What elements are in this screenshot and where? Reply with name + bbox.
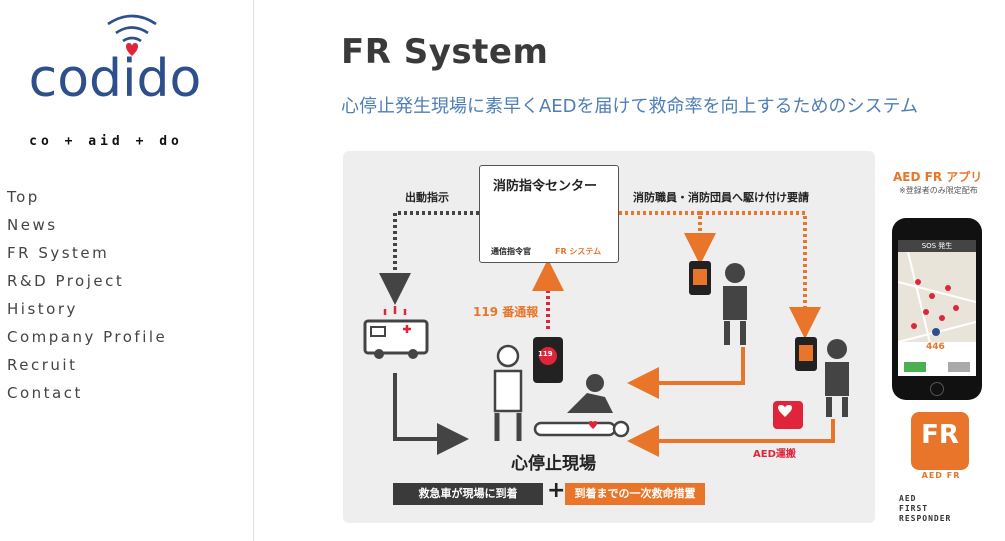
cpr-icon xyxy=(533,374,630,438)
fr-logo-text: FR xyxy=(921,420,959,450)
responder-line-2: FIRST xyxy=(899,504,929,513)
aed-fr-app-panel: AED FR アプリ ※登録者のみ限定配布 SOS 発生 xyxy=(885,160,1003,530)
main-content: FR System 心停止発生現場に素早くAEDを届けて救命率を向上するためのシ… xyxy=(255,0,1005,541)
nav-item-rd-project[interactable]: R&D Project xyxy=(7,272,125,290)
call-label: 119 番通報 xyxy=(473,305,539,319)
app-note: ※登録者のみ限定配布 xyxy=(899,186,978,195)
aed-box-icon xyxy=(773,401,803,429)
nav-item-fr-system[interactable]: FR System xyxy=(7,244,110,262)
ambulance-arrival-arrow xyxy=(393,373,469,455)
diagram-graphic xyxy=(363,207,849,457)
aed-carry-label: AED運搬 xyxy=(753,449,796,460)
sidebar: codido co + aid + do Top News FR System … xyxy=(0,0,254,541)
logo-text: codido xyxy=(29,49,202,105)
page-title: FR System xyxy=(341,32,549,72)
bystander-icon xyxy=(493,344,523,441)
home-button-icon xyxy=(930,382,944,396)
codido-logo[interactable]: codido xyxy=(10,10,220,109)
responder-2-icon xyxy=(795,337,849,417)
nav-item-company-profile[interactable]: Company Profile xyxy=(7,328,168,346)
heart-icon xyxy=(125,43,139,56)
phone-119-badge: 119 xyxy=(538,350,553,358)
legend-plus: + xyxy=(547,478,566,503)
nav-item-news[interactable]: News xyxy=(7,216,58,234)
request-arrow-1 xyxy=(619,211,716,265)
aed-fr-logo: FR xyxy=(911,412,969,470)
aed-first-responder-text: AED FIRST RESPONDER xyxy=(899,494,951,524)
request-label: 消防職員・消防団員へ駆け付け要請 xyxy=(633,191,809,204)
nav-item-history[interactable]: History xyxy=(7,300,78,318)
main-nav: Top News FR System R&D Project History C… xyxy=(7,186,167,410)
fr-logo-caption: AED FR xyxy=(921,471,961,480)
legend-ambulance: 救急車が現場に到着 xyxy=(393,483,543,505)
responder-line-1: AED xyxy=(899,494,917,503)
nav-item-contact[interactable]: Contact xyxy=(7,384,83,402)
ambulance-icon xyxy=(363,306,429,359)
page-subtitle: 心停止発生現場に素早くAEDを届けて救命率を向上するためのシステム xyxy=(341,96,919,117)
legend-first-aid: 到着までの一次救命措置 xyxy=(565,483,705,505)
dispatch-label: 出動指示 xyxy=(405,191,449,204)
phone-screen: SOS 発生 446 xyxy=(898,240,976,376)
request-arrow-2 xyxy=(700,211,821,339)
logo-graphic: codido xyxy=(29,14,202,109)
dispatch-center-title: 消防指令センター xyxy=(493,179,598,194)
responder-1-icon xyxy=(689,261,747,345)
tagline: co + aid + do xyxy=(29,134,183,149)
distance-value: 446 xyxy=(926,342,945,352)
nav-item-top[interactable]: Top xyxy=(7,188,40,206)
phone-119-icon xyxy=(533,337,563,383)
responder-run-arrow xyxy=(627,347,745,399)
app-title: AED FR アプリ xyxy=(893,170,983,184)
scene-label: 心停止現場 xyxy=(511,454,596,474)
dispatch-arrow xyxy=(379,211,479,305)
screen-header: SOS 発生 xyxy=(898,240,976,252)
fr-badge-text: FR xyxy=(564,214,590,234)
operator-label: 通信指令官 xyxy=(491,247,531,256)
aed-carry-arrow xyxy=(627,419,835,457)
dispatch-center-box xyxy=(479,165,619,263)
fr-system-diagram: 消防指令センター FR 通信指令官 FR システム 出動指示 消防職員・消防団員… xyxy=(343,151,875,523)
map-view xyxy=(898,251,976,376)
nav-item-recruit[interactable]: Recruit xyxy=(7,356,78,374)
fr-system-label: FR システム xyxy=(555,247,602,256)
smartphone-mockup: SOS 発生 446 xyxy=(892,218,982,400)
responder-line-3: RESPONDER xyxy=(899,514,952,523)
